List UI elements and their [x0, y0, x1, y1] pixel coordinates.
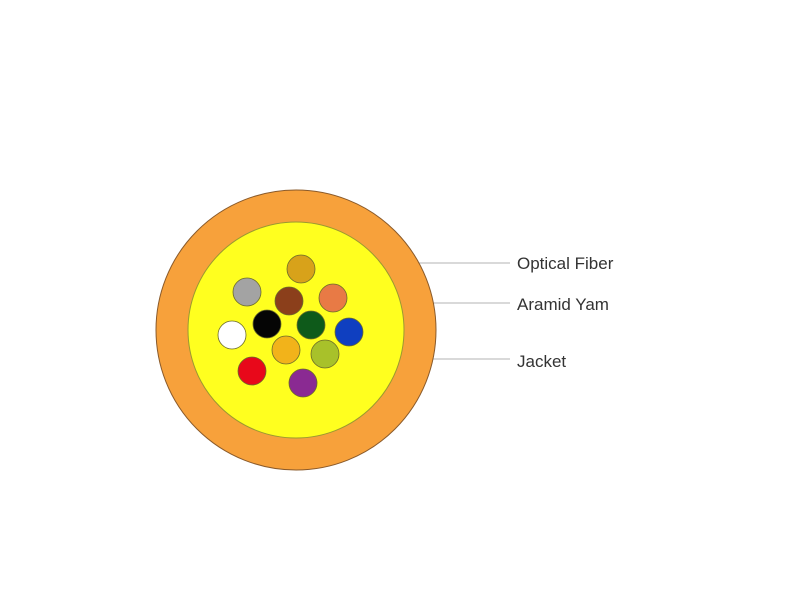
fiber-black	[252, 309, 282, 339]
fiber-white	[217, 320, 247, 350]
fiber-gray	[232, 277, 262, 307]
fiber-yellow	[271, 335, 301, 365]
fiber-salmon	[318, 283, 348, 313]
optical-fiber-label: Optical Fiber	[517, 254, 614, 273]
fiber-lime	[310, 339, 340, 369]
jacket-label: Jacket	[517, 352, 567, 371]
fiber-brown	[274, 286, 304, 316]
fiber-gold	[286, 254, 316, 284]
optical-fibers-group	[217, 254, 364, 398]
aramid-yarn-fill	[187, 221, 405, 439]
fiber-red	[237, 356, 267, 386]
fiber-blue	[334, 317, 364, 347]
fiber-green	[296, 310, 326, 340]
fiber-purple	[288, 368, 318, 398]
aramid-yarn-label: Aramid Yam	[517, 295, 609, 314]
